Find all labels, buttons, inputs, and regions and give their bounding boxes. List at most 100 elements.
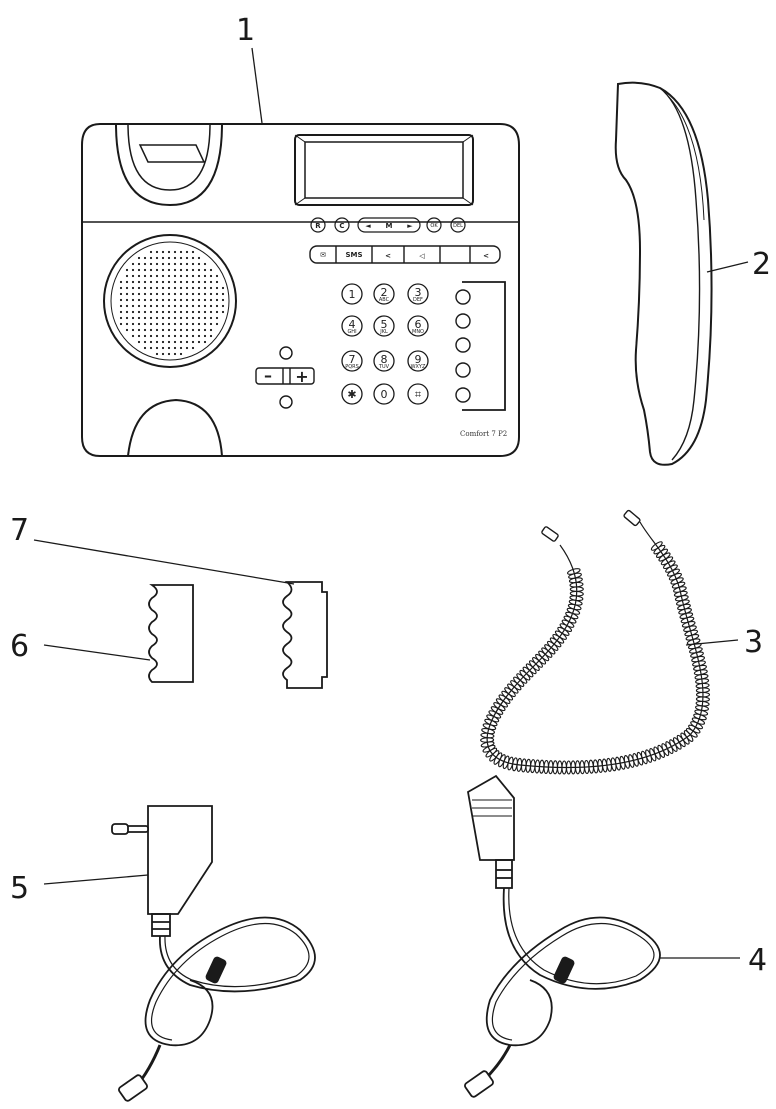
- speaker-hole: [155, 268, 159, 272]
- keypad-key-digit: 6: [415, 318, 422, 331]
- speaker-hole: [167, 328, 171, 332]
- speaker-hole: [191, 274, 195, 278]
- speaker-holes: [119, 250, 225, 356]
- speaker-hole: [173, 322, 177, 326]
- speaker-hole: [179, 280, 183, 284]
- keypad-key-1[interactable]: 1: [341, 283, 363, 305]
- keypad-key-11[interactable]: 0: [373, 383, 395, 405]
- cord-plug-right: [623, 509, 641, 527]
- speaker-hole: [191, 316, 195, 320]
- speaker-hole: [173, 286, 177, 290]
- speaker-hole: [179, 322, 183, 326]
- handsfree-button-label[interactable]: <: [385, 252, 391, 260]
- speaker-hole: [161, 328, 165, 332]
- nav-label-left: ◄: [365, 222, 371, 230]
- speaker-hole: [173, 340, 177, 344]
- speaker-hole: [191, 340, 195, 344]
- volume-rocker[interactable]: [255, 367, 315, 385]
- memory-key-3[interactable]: [455, 337, 471, 353]
- keypad-key-digit: 5: [381, 318, 388, 331]
- nav-label-del: DEL: [453, 223, 463, 229]
- speaker-hole: [173, 268, 177, 272]
- speaker-hole: [149, 286, 153, 290]
- speaker-hole: [209, 334, 213, 338]
- speaker-hole: [161, 256, 165, 260]
- c-button[interactable]: [334, 217, 350, 233]
- keypad-key-outline: [341, 315, 363, 337]
- speaker-hole: [173, 310, 177, 314]
- speaker-hole: [161, 292, 165, 296]
- nav-label-ok: OK: [430, 223, 438, 229]
- speaker-hole: [191, 280, 195, 284]
- speaker-hole: [203, 322, 207, 326]
- menu-nav-button[interactable]: [357, 217, 421, 233]
- callout-leaders: [33, 47, 749, 959]
- speaker-hole: [185, 268, 189, 272]
- speaker-hole: [131, 298, 135, 302]
- speaker-hole: [203, 274, 207, 278]
- speaker-hole: [143, 316, 147, 320]
- speaker-hole: [131, 316, 135, 320]
- ok-button[interactable]: [426, 217, 442, 233]
- speaker-hole: [161, 280, 165, 284]
- speaker-hole: [137, 262, 141, 266]
- speaker-hole: [161, 310, 165, 314]
- cradle-cup: [115, 123, 223, 207]
- volume-speaker-icon: [279, 346, 293, 360]
- speaker-hole: [143, 328, 147, 332]
- keypad-key-12[interactable]: ⌗: [407, 383, 429, 405]
- keypad-key-letters: TUV: [378, 364, 390, 370]
- sms-button-label[interactable]: SMS: [345, 251, 362, 259]
- model-label: Comfort 7 P2: [460, 430, 507, 438]
- callout-4: 4: [748, 943, 767, 978]
- speaker-hole: [167, 304, 171, 308]
- speaker-hole: [167, 268, 171, 272]
- keypad-key-10[interactable]: ✱: [341, 383, 363, 405]
- speaker-hole: [143, 310, 147, 314]
- keypad-key-outline: [407, 383, 429, 405]
- mail-button-label[interactable]: ✉: [320, 251, 326, 259]
- memory-key-4[interactable]: [455, 362, 471, 378]
- speaker-hole: [125, 304, 129, 308]
- speaker-hole: [173, 334, 177, 338]
- nav-label-right: ►: [407, 222, 413, 230]
- speaker-hole: [125, 292, 129, 296]
- leader-1: [251, 47, 263, 124]
- del-button[interactable]: [450, 217, 466, 233]
- speaker-hole: [179, 352, 183, 356]
- redial-button-label[interactable]: <: [483, 252, 489, 260]
- speaker-hole: [137, 310, 141, 314]
- speaker-button-label[interactable]: ◁: [419, 252, 425, 260]
- speaker-hole: [197, 280, 201, 284]
- speaker-hole: [197, 274, 201, 278]
- keypad-key-digit: 0: [381, 388, 388, 401]
- speaker-hole: [167, 280, 171, 284]
- speaker-hole: [143, 334, 147, 338]
- speaker-hole: [191, 310, 195, 314]
- speaker-hole: [185, 292, 189, 296]
- speaker-hole: [191, 328, 195, 332]
- speaker-hole: [131, 304, 135, 308]
- handset: [614, 81, 713, 466]
- callout-1: 1: [236, 13, 255, 48]
- speaker-hole: [119, 316, 123, 320]
- speaker-hole: [149, 322, 153, 326]
- memory-key-2[interactable]: [455, 313, 471, 329]
- speaker-hole: [167, 346, 171, 350]
- speaker-hole: [167, 256, 171, 260]
- speaker-hole: [131, 274, 135, 278]
- r-button[interactable]: [310, 217, 326, 233]
- memory-key-1[interactable]: [455, 289, 471, 305]
- speaker-hole: [149, 250, 153, 254]
- speaker-hole: [185, 256, 189, 260]
- memory-key-5[interactable]: [455, 387, 471, 403]
